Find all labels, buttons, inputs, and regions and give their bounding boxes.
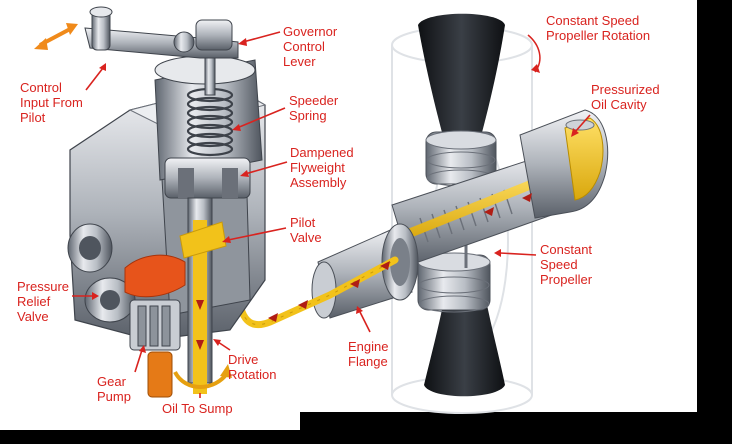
propeller [417, 13, 505, 397]
drive-rotation-arrow [173, 364, 232, 389]
label-flyweight-assembly: Dampened Flyweight Assembly [290, 145, 354, 190]
speeder-spring [186, 87, 234, 157]
label-constant-speed-rotation: Constant Speed Propeller Rotation [546, 13, 651, 43]
pilot-valve [124, 197, 227, 384]
label-governor-control-lever: Governor Control Lever [283, 24, 338, 69]
flyweight-assembly [164, 157, 251, 199]
lower-hub [417, 225, 491, 313]
label-engine-flange: Engine Flange [348, 339, 389, 369]
lower-blade [424, 300, 505, 397]
label-control-input: Control Input From Pilot [20, 80, 83, 125]
control-input-arrow [34, 23, 78, 50]
label-pressurized-oil-cavity: Pressurized Oil Cavity [591, 82, 660, 112]
rotation-arrow [527, 34, 541, 73]
spring-housing [154, 39, 263, 181]
propeller-shaft [391, 109, 609, 266]
label-speeder-spring: Speeder Spring [289, 93, 339, 123]
label-pilot-valve: Pilot Valve [290, 215, 322, 245]
upper-blade [418, 13, 505, 140]
oil-to-sump-drain [147, 351, 207, 398]
flow-arrows [196, 193, 532, 350]
label-drive-rotation: Drive Rotation [228, 352, 277, 382]
label-oil-to-sump: Oil To Sump [162, 401, 233, 416]
governor-control-lever [84, 6, 239, 59]
label-pressure-relief-valve: Pressure Relief Valve [17, 279, 70, 324]
label-gear-pump: Gear Pump [97, 374, 131, 404]
gear-pump [129, 299, 181, 351]
label-constant-speed-propeller: Constant Speed Propeller [540, 242, 593, 287]
leader-lines [72, 31, 591, 398]
